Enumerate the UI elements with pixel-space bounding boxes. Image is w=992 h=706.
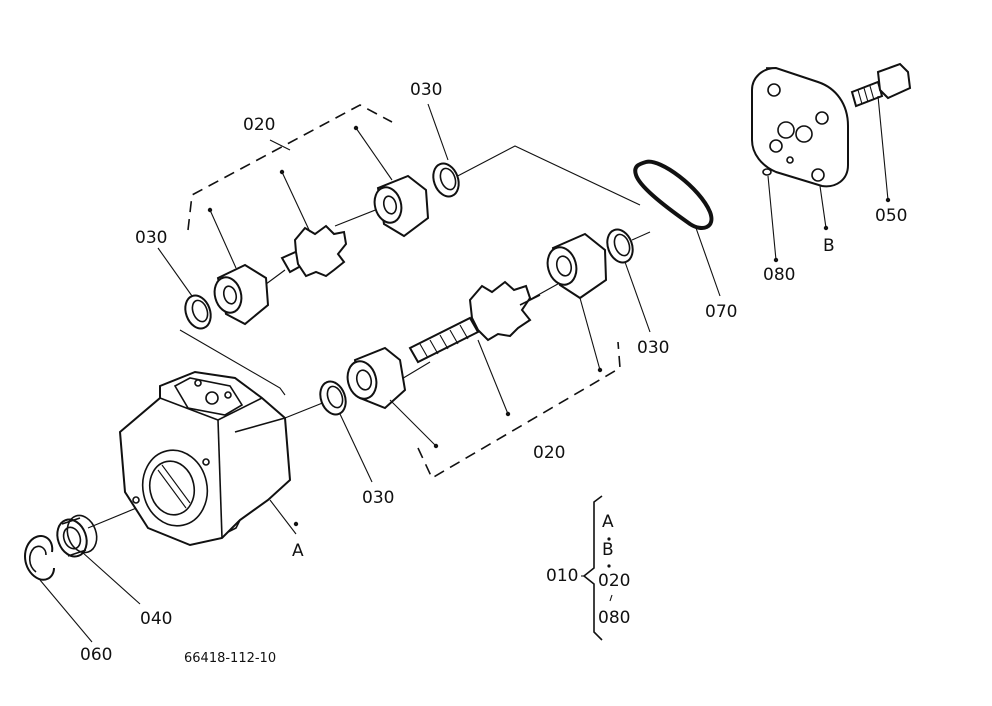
label-050: 050 — [875, 206, 908, 226]
group-020-top-bracket — [187, 104, 393, 231]
bolt-050 — [850, 62, 912, 108]
label-030-right: 030 — [637, 338, 670, 358]
cover-plate-b — [751, 66, 849, 188]
assembly-010-item-080: 080 — [598, 608, 631, 628]
pump-housing-a — [118, 370, 292, 547]
driven-gear-top — [280, 224, 348, 278]
bushing-bottom-right — [546, 232, 608, 300]
label-080: 080 — [763, 265, 796, 285]
pin-080 — [762, 168, 772, 176]
label-cover-b: B — [823, 236, 835, 256]
ring-030-right — [606, 228, 634, 264]
label-housing-a: A — [292, 541, 304, 561]
assembly-010-item-a: A — [602, 512, 614, 532]
bushing-top-left — [213, 263, 270, 326]
label-030-top: 030 — [410, 80, 443, 100]
bushing-top-right — [373, 174, 430, 238]
assembly-010-item-b: B — [602, 540, 614, 560]
leader-lines — [39, 95, 889, 643]
leader-dots — [207, 125, 891, 527]
snap-ring-060 — [24, 534, 55, 581]
group-020-bottom-bracket — [417, 341, 621, 480]
drive-gear-shaft — [408, 280, 541, 364]
assembly-010-code: 010 — [546, 566, 579, 586]
o-ring-070 — [633, 159, 714, 230]
label-070: 070 — [705, 302, 738, 322]
label-030-left: 030 — [135, 228, 168, 248]
label-030-bottom: 030 — [362, 488, 395, 508]
ring-030-bottom — [319, 380, 347, 416]
ring-030-left — [184, 294, 212, 330]
ring-030-top — [432, 162, 460, 198]
drawing-number: 66418-112-10 — [184, 651, 277, 666]
bushing-bottom-left — [346, 346, 407, 410]
label-040: 040 — [140, 609, 173, 629]
label-060: 060 — [80, 645, 113, 665]
oil-seal-040 — [56, 514, 98, 558]
assembly-010-item-020: 020 — [598, 571, 631, 591]
assembly-010-bracket — [581, 495, 613, 641]
label-020-bottom: 020 — [533, 443, 566, 463]
label-020-top: 020 — [243, 115, 276, 135]
